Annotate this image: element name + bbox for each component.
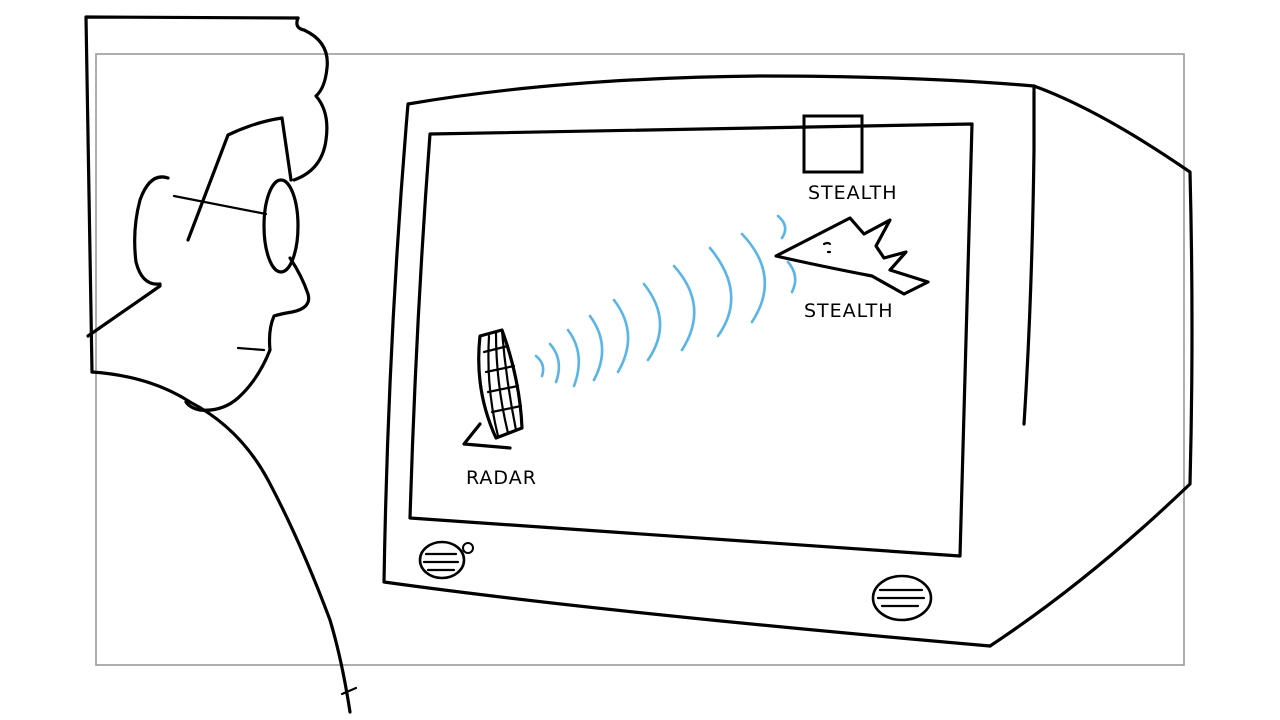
glasses-lens [262, 178, 300, 274]
man-figure [86, 16, 358, 714]
radar-dish-icon [462, 328, 524, 450]
stealth-box-label: STEALTH [808, 182, 898, 204]
monitor-housing [988, 84, 1194, 648]
glasses-temple [172, 194, 268, 216]
radar-waves [534, 214, 797, 388]
man-face-profile [184, 256, 311, 412]
man-arm-tick [340, 686, 358, 696]
crt-monitor [382, 74, 1194, 648]
man-shoulder [90, 370, 352, 714]
monitor-bezel [382, 74, 1036, 648]
screen-content: STEALTH RADAR [462, 114, 930, 489]
monitor-knob-right[interactable] [871, 574, 933, 622]
stealth-plane-icon [774, 216, 930, 296]
man-mouth [236, 346, 266, 352]
stealth-box-icon [802, 114, 864, 174]
monitor-screen [408, 122, 974, 558]
man-jaw [86, 284, 162, 338]
man-hairline [186, 116, 293, 242]
stealth-plane-label: STEALTH [804, 300, 894, 322]
man-ear [133, 175, 170, 286]
man-hair [292, 16, 329, 182]
window-frame [84, 15, 300, 374]
monitor-knob-left[interactable] [418, 540, 474, 580]
storyboard-frame [95, 53, 1185, 666]
radar-label: RADAR [466, 467, 537, 489]
